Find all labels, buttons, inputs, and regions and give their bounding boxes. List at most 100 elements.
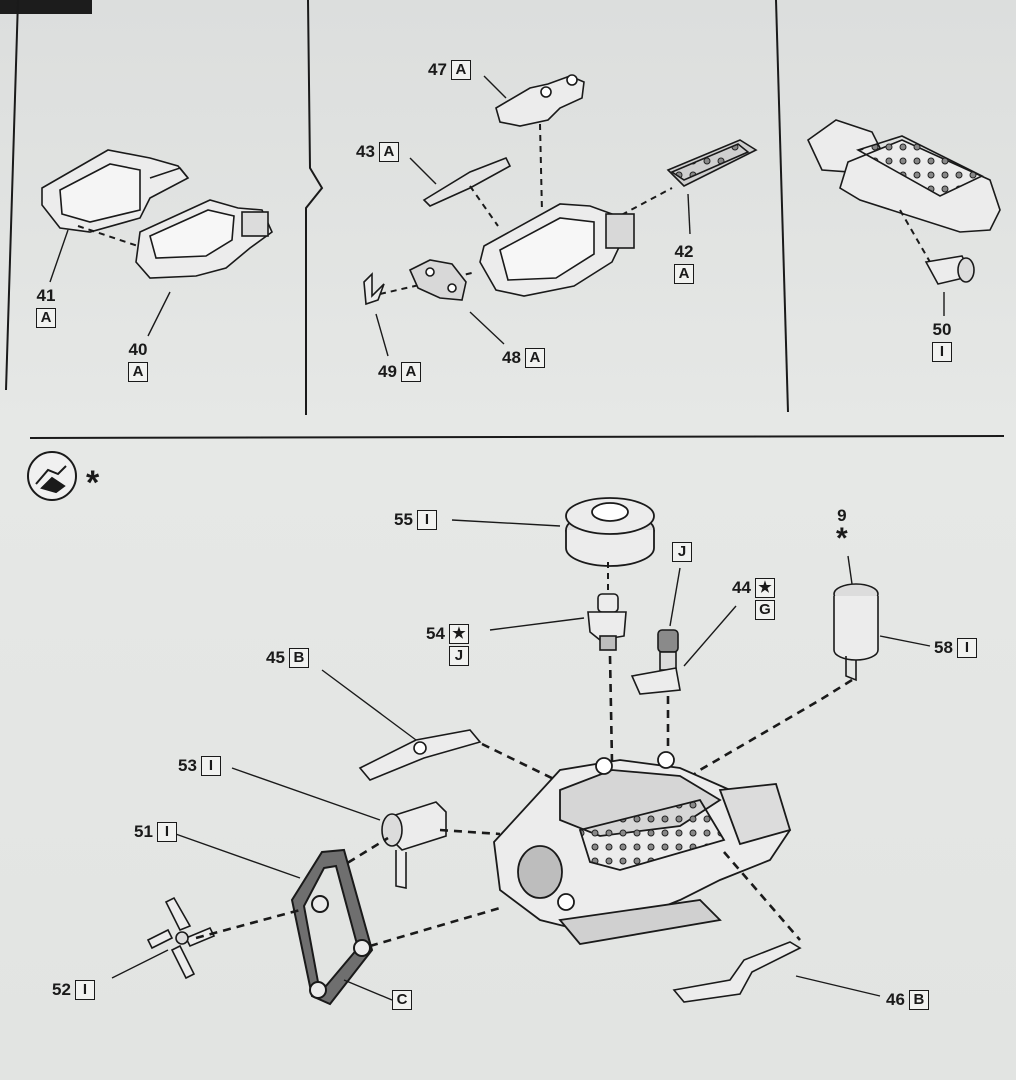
label-44-star: ★ [754, 578, 775, 598]
engine-top-right [806, 119, 1001, 233]
label-9-star: * [836, 522, 848, 555]
label-44: 44 ★ G [732, 578, 775, 620]
label-41-num: 41 [36, 286, 56, 305]
leader-46 [795, 975, 881, 997]
engine-block-mid [479, 203, 635, 297]
part-43-cover [422, 156, 512, 207]
part-55-air-cleaner [565, 497, 655, 567]
label-55: 55 I [394, 510, 437, 530]
label-49: 49 A [378, 362, 421, 382]
label-50-num: 50 [932, 320, 952, 339]
label-55-letter: I [416, 510, 437, 530]
label-46-letter: B [908, 990, 929, 1010]
dash-41-40 [77, 225, 151, 251]
dash-53b [335, 836, 389, 872]
leader-C [343, 979, 393, 1001]
label-9-num: 9 [837, 506, 847, 525]
label-52-letter: I [74, 980, 95, 1000]
label-44-num: 44 [732, 578, 751, 597]
dash-54 [608, 655, 614, 763]
label-47-letter: A [450, 60, 471, 80]
leader-51 [169, 831, 301, 879]
label-J-letter: J [672, 542, 692, 562]
label-54-star: ★ [448, 624, 469, 644]
label-53-num: 53 [178, 756, 197, 775]
label-47: 47 A [428, 60, 471, 80]
dash-47 [539, 123, 543, 213]
label-51: 51 I [134, 822, 177, 842]
label-42-letter: A [674, 264, 694, 284]
leader-44 [683, 605, 737, 667]
label-46-num: 46 [886, 990, 905, 1009]
label-45-num: 45 [266, 648, 285, 667]
label-9: 9 * [836, 506, 848, 555]
label-41: 41 A [36, 286, 56, 328]
label-46: 46 B [886, 990, 929, 1010]
step-star: * [86, 464, 100, 502]
paint-brush-icon [27, 451, 77, 501]
part-44-distributor [630, 629, 681, 695]
part-45-bracket [358, 729, 482, 781]
label-44-letter: G [754, 600, 775, 620]
label-50-letter: I [932, 342, 952, 362]
label-48-num: 48 [502, 348, 521, 367]
label-48-letter: A [524, 348, 545, 368]
part-58-coil [833, 583, 879, 682]
label-43-num: 43 [356, 142, 375, 161]
label-41-letter: A [36, 308, 56, 328]
leader-52 [111, 949, 169, 979]
label-45-letter: B [288, 648, 309, 668]
part-42-head [666, 139, 758, 187]
label-58-letter: I [956, 638, 977, 658]
leader-43 [409, 157, 437, 185]
leader-49 [375, 313, 389, 357]
label-45: 45 B [266, 648, 309, 668]
label-52-num: 52 [52, 980, 71, 999]
panel-frames [5, 0, 1005, 439]
dash-53 [439, 828, 501, 836]
dash-43 [469, 185, 499, 227]
label-54-num: 54 [426, 624, 445, 643]
label-54: 54 ★ J [426, 624, 469, 666]
label-40-num: 40 [128, 340, 148, 359]
leader-53 [231, 767, 381, 821]
leader-41 [49, 229, 69, 283]
leader-48 [469, 311, 505, 345]
main-engine [493, 751, 792, 945]
dash-52 [195, 908, 301, 940]
part-40-block [135, 199, 273, 279]
label-C: C [392, 990, 412, 1010]
leader-58 [879, 635, 931, 647]
label-48: 48 A [502, 348, 545, 368]
label-58-num: 58 [934, 638, 953, 657]
leader-9 [847, 555, 853, 585]
corner-tab [0, 0, 92, 14]
label-53-letter: I [200, 756, 221, 776]
label-43-letter: A [378, 142, 399, 162]
part-46-pipe [672, 941, 802, 1003]
label-40: 40 A [128, 340, 148, 382]
leader-40 [147, 291, 171, 337]
label-47-num: 47 [428, 60, 447, 79]
label-51-letter: I [156, 822, 177, 842]
leader-55 [451, 519, 561, 527]
label-49-letter: A [400, 362, 421, 382]
label-C-letter: C [392, 990, 412, 1010]
label-49-num: 49 [378, 362, 397, 381]
dash-46 [723, 851, 801, 941]
leader-45 [321, 669, 417, 741]
dash-45 [481, 742, 561, 784]
label-58: 58 I [934, 638, 977, 658]
leader-54 [489, 617, 585, 631]
label-55-num: 55 [394, 510, 413, 529]
part-52-fan [146, 896, 216, 980]
label-52: 52 I [52, 980, 95, 1000]
part-53-pulley [381, 801, 447, 889]
part-48-cover [408, 259, 467, 301]
label-53: 53 I [178, 756, 221, 776]
label-43: 43 A [356, 142, 399, 162]
leader-J [669, 567, 681, 627]
label-54-letter: J [448, 646, 469, 666]
part-54-carb [587, 593, 627, 651]
